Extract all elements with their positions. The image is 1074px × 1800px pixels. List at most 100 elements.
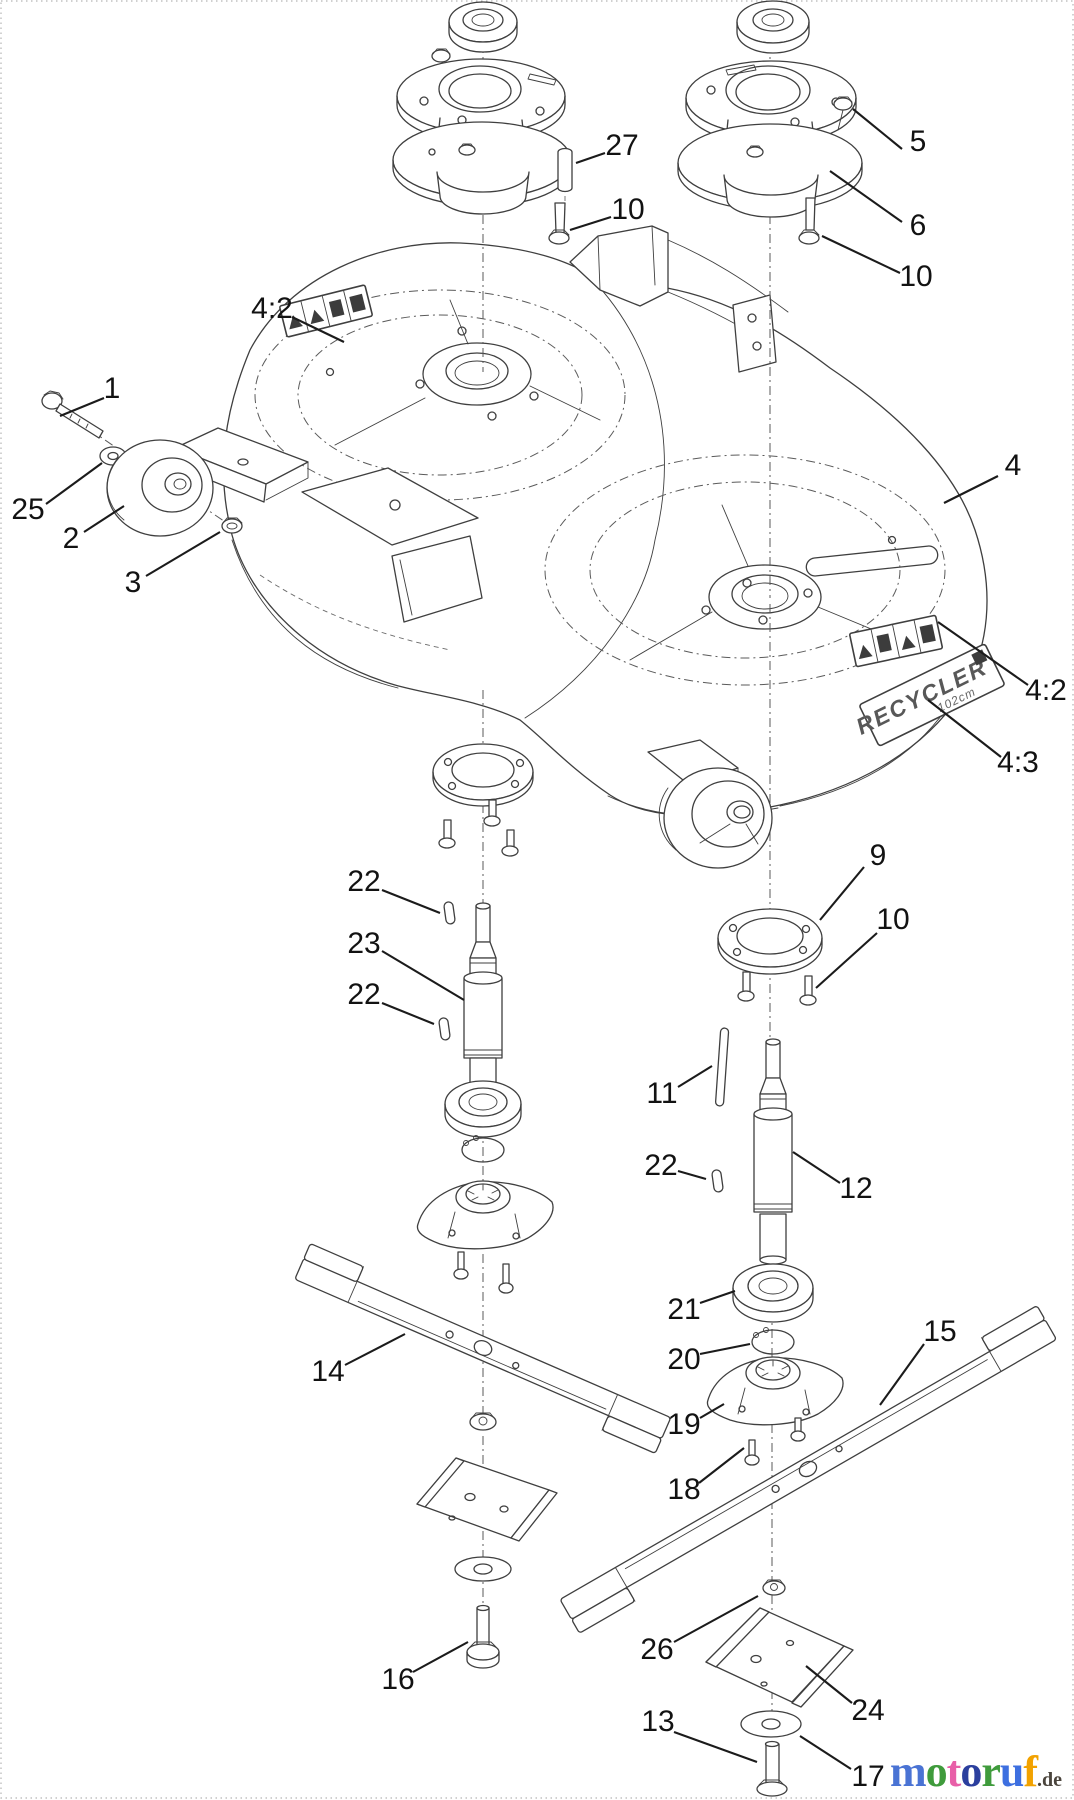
blade-bolt-right (757, 1742, 787, 1797)
callout-leader-10-c (816, 933, 877, 988)
spindle-assembly-left (393, 2, 572, 244)
callout-leader-22-a (382, 890, 440, 913)
blade-washer-right (741, 1711, 801, 1737)
callout-leader-10-b (822, 236, 900, 273)
callout-label-25: 25 (11, 493, 44, 526)
callout-leader-27 (576, 153, 605, 163)
callout-label-10-c: 10 (876, 903, 909, 936)
callout-leader-3 (146, 532, 220, 576)
callout-label-19: 19 (667, 1408, 700, 1441)
callout-label-13: 13 (641, 1705, 674, 1738)
callout-leader-18 (699, 1448, 744, 1483)
blade-right (552, 1306, 1064, 1634)
callout-leader-20 (700, 1344, 750, 1354)
cover-plate-bolts-left (439, 800, 518, 856)
spindle-lower-right (552, 909, 1064, 1796)
wear-plate-right (706, 1608, 853, 1707)
axle-nut (222, 519, 242, 533)
callout-layer: 125234:22710561044:24:391022232211221221… (11, 109, 1067, 1793)
motoruf-logo-letters: motoruf (890, 1747, 1038, 1796)
woodruff-key (439, 1017, 451, 1040)
logo-letter: m (890, 1747, 927, 1796)
callout-leader-21 (700, 1291, 735, 1303)
bolt-top-right (806, 198, 815, 230)
callout-leader-14 (345, 1334, 405, 1365)
callout-label-24: 24 (851, 1694, 884, 1727)
callout-leader-17 (800, 1736, 851, 1769)
adapter-bolts-left (454, 1252, 513, 1293)
callout-leader-25 (46, 463, 102, 504)
warning-decal-left (279, 285, 372, 337)
callout-leader-26 (674, 1596, 758, 1642)
callout-leader-24 (806, 1666, 852, 1703)
callout-label-11: 11 (646, 1077, 677, 1110)
snap-ring-right (752, 1328, 794, 1355)
axle-bolt (42, 391, 103, 438)
callout-leader-11 (678, 1066, 712, 1087)
blade-washer-left (455, 1557, 511, 1581)
callout-leader-4-2-left (292, 317, 344, 342)
callout-label-9: 9 (870, 839, 887, 872)
logo-letter: t (946, 1747, 962, 1796)
shaft-key (715, 1028, 728, 1106)
woodruff-key (712, 1169, 724, 1192)
spindle-shaft-left (464, 903, 502, 1090)
cover-plate-right (718, 909, 822, 974)
callout-label-10-b: 10 (899, 260, 932, 293)
bolt-top-left (555, 203, 565, 233)
callout-label-15: 15 (923, 1315, 956, 1348)
logo-letter: f (1023, 1747, 1038, 1796)
callout-leader-4-2-right (938, 622, 1028, 685)
warning-decal-right (849, 615, 942, 667)
callout-leader-13 (674, 1732, 757, 1762)
bearing-lower-right (733, 1264, 813, 1322)
callout-leader-4 (944, 476, 998, 503)
bearing-lower-left (445, 1081, 521, 1137)
callout-label-21: 21 (667, 1293, 700, 1326)
callout-label-4-2-left: 4:2 (251, 292, 293, 325)
callout-label-6: 6 (910, 209, 927, 242)
callout-label-4-3: 4:3 (997, 746, 1039, 779)
callout-label-4-2-right: 4:2 (1025, 674, 1067, 707)
callout-leader-10-a (570, 217, 611, 230)
callout-leader-2 (84, 506, 124, 532)
callout-leader-22-c (678, 1171, 706, 1179)
caster-wheel-assembly (42, 391, 242, 536)
callout-label-23: 23 (347, 927, 380, 960)
callout-leader-15 (880, 1344, 924, 1405)
callout-label-27: 27 (605, 129, 638, 162)
callout-leader-23 (382, 951, 464, 1000)
callout-label-2: 2 (63, 522, 80, 555)
callout-leader-5 (853, 109, 902, 149)
motoruf-logo[interactable]: motoruf.de (890, 1750, 1062, 1794)
flange-nut (432, 50, 450, 62)
callout-leader-12 (793, 1152, 840, 1183)
snap-ring-left (462, 1136, 504, 1163)
callout-label-20: 20 (667, 1343, 700, 1376)
blade-adapter-left (417, 1181, 553, 1249)
callout-leader-9 (820, 867, 864, 920)
rear-wheel (648, 740, 772, 868)
blade-nut-left (470, 1413, 496, 1430)
motoruf-logo-suffix: .de (1037, 1769, 1062, 1791)
deck-shell (175, 226, 987, 816)
callout-leader-1 (60, 398, 104, 416)
callout-leader-6 (830, 171, 902, 222)
blade-nut-right (763, 1580, 785, 1595)
callout-leader-4-3 (928, 700, 1001, 757)
callout-label-18: 18 (667, 1473, 700, 1506)
callout-label-1: 1 (104, 372, 121, 405)
blade-adapter-right (707, 1357, 843, 1425)
callout-leader-19 (700, 1404, 724, 1418)
callout-label-22-b: 22 (347, 978, 380, 1011)
blade-left (288, 1243, 677, 1453)
logo-letter: o (960, 1747, 982, 1796)
cover-plate-bolts-right (738, 972, 816, 1005)
callout-label-3: 3 (125, 566, 142, 599)
spindle-housing-left (437, 172, 529, 214)
adapter-bolts-right (745, 1418, 805, 1465)
spindle-assembly-right (678, 1, 862, 244)
woodruff-key (444, 901, 456, 924)
